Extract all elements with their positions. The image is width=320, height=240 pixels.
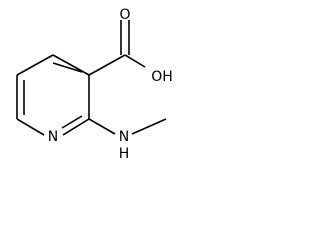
bond-amine-methyl <box>131 118 167 135</box>
bond-n1-c2-inner <box>61 115 83 129</box>
hydroxyl-label: OH <box>151 69 173 85</box>
atom-labels: N O OH N H <box>48 7 173 162</box>
bond-c3-c4 <box>52 54 90 76</box>
bond-c2-amine <box>88 118 116 135</box>
ring-nitrogen-label: N <box>48 129 58 145</box>
bond-c3-c4-inner <box>52 62 83 73</box>
bond-n1-c2 <box>62 118 90 136</box>
carbonyl-oxygen-label: O <box>119 7 130 23</box>
bond-c6-n1 <box>16 118 45 136</box>
bond-c4-c5 <box>16 54 54 76</box>
chemical-structure: N O OH N H <box>16 7 173 162</box>
amine-hydrogen-label: H <box>119 146 130 162</box>
bonds <box>16 20 167 136</box>
bond-c3-carboxyl <box>88 54 126 76</box>
amine-nitrogen-label: N <box>119 129 129 145</box>
bond-carboxyl-hydroxyl <box>124 54 146 68</box>
